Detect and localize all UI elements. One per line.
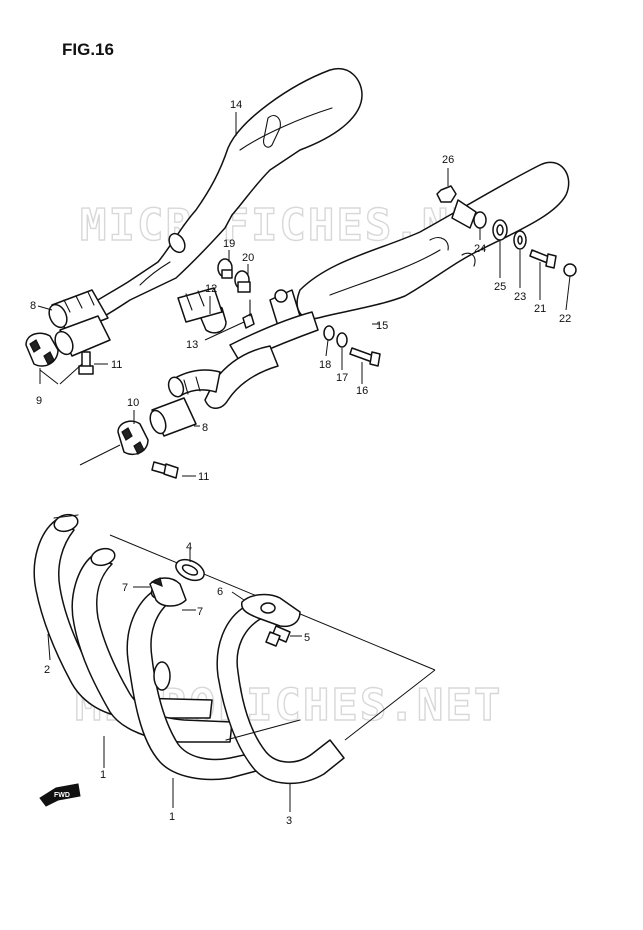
bolt-11-lower [151, 461, 179, 479]
cushion-25 [492, 219, 508, 241]
bolt-11-upper [78, 351, 94, 375]
callout-9: 9 [36, 395, 42, 407]
callout-11-upper: 11 [111, 359, 122, 371]
callout-21: 21 [534, 303, 546, 315]
clamp-9 [25, 332, 59, 367]
fwd-arrow-icon: FWD [39, 783, 81, 807]
callout-20: 20 [242, 252, 254, 264]
leader-lines [37, 112, 571, 812]
bracket-24 [451, 199, 487, 229]
clamp-12 [177, 287, 227, 334]
stud-bolt-5 [265, 625, 291, 647]
callout-13: 13 [186, 339, 198, 351]
callout-26: 26 [442, 154, 454, 166]
fwd-label: FWD [54, 792, 70, 799]
washer-17 [336, 332, 348, 348]
spacer-20 [234, 270, 251, 293]
bolt-21 [529, 249, 557, 269]
callout-8-lower: 8 [202, 422, 208, 434]
nut-26 [436, 185, 457, 203]
callout-25: 25 [494, 281, 506, 293]
callout-17: 17 [336, 372, 348, 384]
exhaust-pipe-1-left [71, 547, 233, 743]
bolt-16 [349, 347, 381, 367]
figure-title: FIG.16 [62, 40, 114, 59]
callout-numbers: 14 26 19 20 12 8 13 11 9 24 25 23 21 22 … [30, 99, 571, 827]
callout-22: 22 [559, 313, 571, 325]
callout-6: 6 [217, 586, 223, 598]
callout-7-right: 7 [197, 606, 203, 618]
cap-22 [563, 263, 577, 277]
callout-19: 19 [223, 238, 235, 250]
callout-14: 14 [230, 99, 242, 111]
exhaust-pipe-2 [33, 513, 213, 719]
exhaust-pipe-3 [216, 605, 345, 785]
clamp-10 [117, 420, 149, 456]
flange-6 [240, 593, 301, 628]
callout-7-left: 7 [122, 582, 128, 594]
clamp-7 [149, 577, 187, 607]
washer-18 [323, 325, 335, 341]
muffler-left-14 [69, 67, 363, 329]
callout-23: 23 [514, 291, 526, 303]
muffler-right-15 [167, 161, 570, 409]
callout-16: 16 [356, 385, 368, 397]
bolt-13 [242, 299, 255, 329]
callout-24: 24 [474, 243, 486, 255]
joint-pipe-lower-8 [149, 397, 197, 437]
callout-18: 18 [319, 359, 331, 371]
joint-pipe-upper-8 [48, 289, 111, 357]
callout-8-upper: 8 [30, 300, 36, 312]
callout-12: 12 [205, 283, 217, 295]
gasket-4 [175, 558, 205, 582]
callout-11-lower: 11 [198, 471, 209, 483]
callout-1-left: 1 [100, 769, 106, 781]
callout-5: 5 [304, 632, 310, 644]
callout-4: 4 [186, 541, 192, 553]
callout-10: 10 [127, 397, 139, 409]
callout-3: 3 [286, 815, 292, 827]
mount-rubber-19 [217, 258, 233, 279]
callout-2: 2 [44, 664, 50, 676]
callout-15: 15 [376, 320, 388, 332]
callout-1-center: 1 [169, 811, 175, 823]
washer-23 [513, 230, 527, 250]
